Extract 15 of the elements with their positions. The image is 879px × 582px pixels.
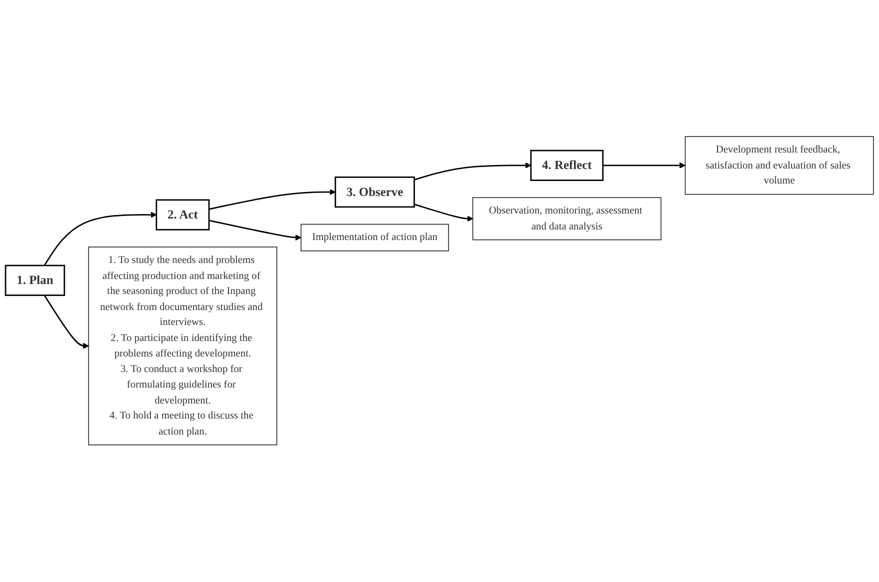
arrow [414,162,532,181]
arrow [44,295,89,350]
node-box: Observation, monitoring, assessment and data analysis [472,198,662,240]
node-box: Implementation of action plan [300,224,449,252]
arrow [208,189,336,210]
arrow [44,212,157,266]
arrow [414,204,474,222]
node-box: 3. Observe [334,176,415,208]
arrow [208,220,302,241]
node-box: 1. To study the needs and problems affecting production and marketing of the seasoning product of the Inpang network from documentary studies and interviews. 2. To participate in identifying the problems affecting development. 3. To conduct a workshop for formulating guidelines for development. 4. To hold a meeting to discuss the action plan. [88,246,278,446]
arrow [602,162,686,169]
node-box: 1. Plan [4,265,66,296]
node-box: 4. Reflect [530,150,604,182]
node-box: 2. Act [156,200,210,231]
node-box: Development result feedback, satisfaction and evaluation of sales volume [684,136,874,195]
